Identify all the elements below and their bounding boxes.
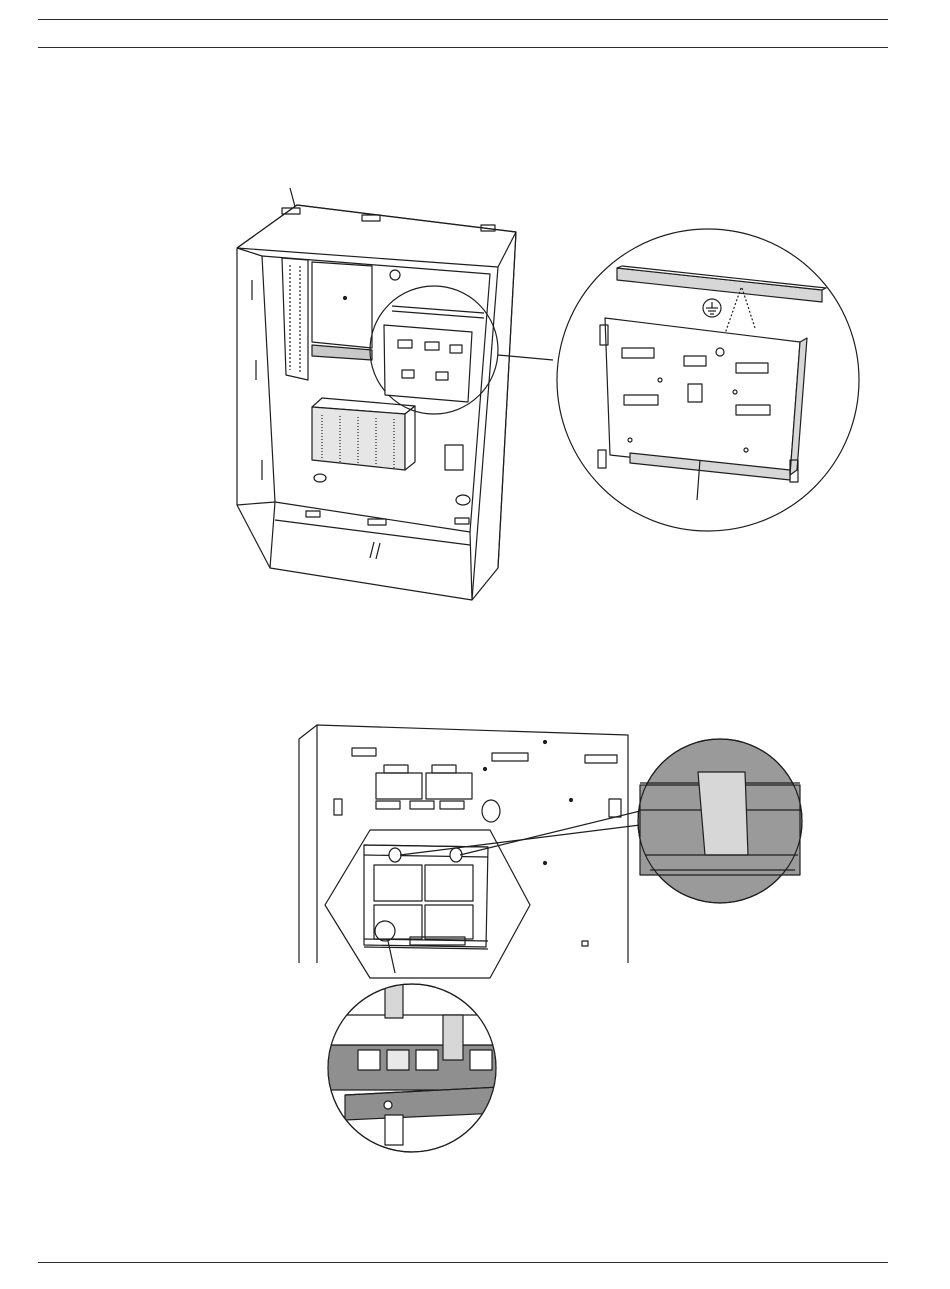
header-rule xyxy=(38,47,888,48)
terminal-block xyxy=(445,445,463,470)
top-rule xyxy=(38,19,888,20)
mounting-plate-detail xyxy=(557,229,859,531)
footer-rule xyxy=(38,1262,888,1263)
earth-ground-icon xyxy=(703,299,721,317)
enclosure-figure xyxy=(0,170,950,610)
rail-figure xyxy=(0,715,950,1175)
tab-slot-detail xyxy=(638,739,802,903)
rail-highlight xyxy=(325,811,640,978)
rail-clip-detail xyxy=(325,983,500,1152)
